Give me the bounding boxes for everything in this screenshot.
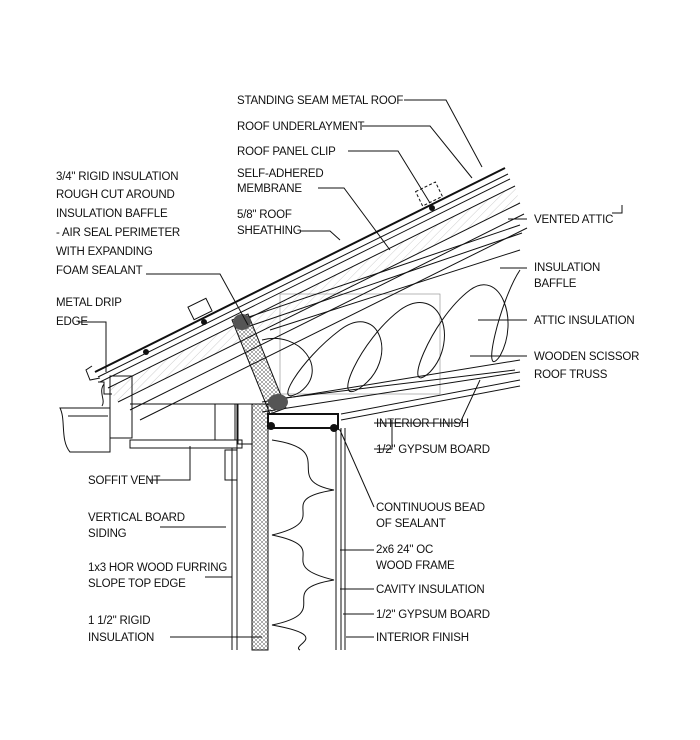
label-vented-attic: VENTED ATTIC — [534, 214, 613, 226]
label-insulation-baffle-2: BAFFLE — [534, 278, 577, 290]
wood-furring — [224, 403, 253, 481]
label-interior-finish-bottom: INTERIOR FINISH — [376, 632, 469, 644]
label-sealant-2: OF SEALANT — [376, 518, 446, 530]
label-roof-panel-clip: ROOF PANEL CLIP — [237, 146, 336, 158]
label-rigid-baffle-3: INSULATION BAFFLE — [56, 208, 168, 220]
label-attic-insulation: ATTIC INSULATION — [534, 315, 635, 327]
leader-lines — [78, 99, 527, 638]
roof-underlayment — [99, 178, 511, 383]
insulation-baffle — [239, 224, 523, 329]
label-rigid-baffle-5: WITH EXPANDING — [56, 246, 153, 258]
rafter-top-chord — [129, 213, 528, 421]
label-insulation-baffle-1: INSULATION — [534, 262, 600, 274]
label-soffit-vent: SOFFIT VENT — [88, 475, 161, 487]
label-rigid-baffle-4: - AIR SEAL PERIMETER — [56, 227, 180, 239]
label-rigid-baffle-6: FOAM SEALANT — [56, 265, 143, 277]
label-roof-underlayment: ROOF UNDERLAYMENT — [237, 121, 365, 133]
rigid-insulation-baffle-block — [231, 313, 288, 415]
label-rigid-baffle-2: ROUGH CUT AROUND — [56, 189, 175, 201]
rigid-wall-insulation — [251, 403, 269, 651]
label-self-adhered: SELF-ADHERED — [237, 168, 323, 180]
attic-batt-insulation — [261, 249, 521, 401]
label-furring-1: 1x3 HOR WOOD FURRING — [88, 562, 227, 574]
label-roof-sheathing-1: 5/8" ROOF — [237, 209, 292, 221]
label-siding-1: VERTICAL BOARD — [88, 512, 185, 524]
callout-labels: STANDING SEAM METAL ROOF ROOF UNDERLAYME… — [56, 95, 639, 644]
label-cavity-insulation: CAVITY INSULATION — [376, 584, 484, 596]
label-siding-2: SIDING — [88, 528, 127, 540]
label-frame-1: 2x6 24" OC — [376, 544, 433, 556]
wall-framing — [267, 413, 346, 650]
label-drip-2: EDGE — [56, 316, 88, 328]
vertical-board-siding — [231, 404, 238, 650]
standing-seam-metal-roof — [85, 167, 509, 381]
label-drip-1: METAL DRIP — [56, 297, 122, 309]
label-rigid-2: INSULATION — [88, 632, 154, 644]
label-gypsum-top: 1/2" GYPSUM BOARD — [376, 444, 490, 456]
label-rigid-baffle-1: 3/4" RIGID INSULATION — [56, 171, 178, 183]
label-frame-2: WOOD FRAME — [376, 560, 455, 572]
label-gypsum-bottom: 1/2" GYPSUM BOARD — [376, 609, 490, 621]
label-membrane: MEMBRANE — [237, 183, 302, 195]
ceiling-gypsum — [340, 379, 521, 421]
drip-edge-fascia — [98, 375, 133, 439]
label-truss-1: WOODEN SCISSOR — [534, 351, 639, 363]
wooden-scissor-roof-truss — [261, 293, 521, 413]
label-roof-sheathing-2: SHEATHING — [237, 225, 302, 237]
roof-panel-clips — [143, 181, 444, 355]
label-standing-seam: STANDING SEAM METAL ROOF — [237, 95, 403, 107]
label-interior-finish-top: INTERIOR FINISH — [376, 418, 469, 430]
label-rigid-1: 1 1/2" RIGID — [88, 615, 150, 627]
label-sealant-1: CONTINUOUS BEAD — [376, 502, 485, 514]
label-truss-2: ROOF TRUSS — [534, 369, 608, 381]
section-marker — [612, 205, 623, 214]
label-furring-2: SLOPE TOP EDGE — [88, 578, 186, 590]
cavity-insulation — [271, 439, 335, 651]
soffit — [59, 403, 262, 453]
